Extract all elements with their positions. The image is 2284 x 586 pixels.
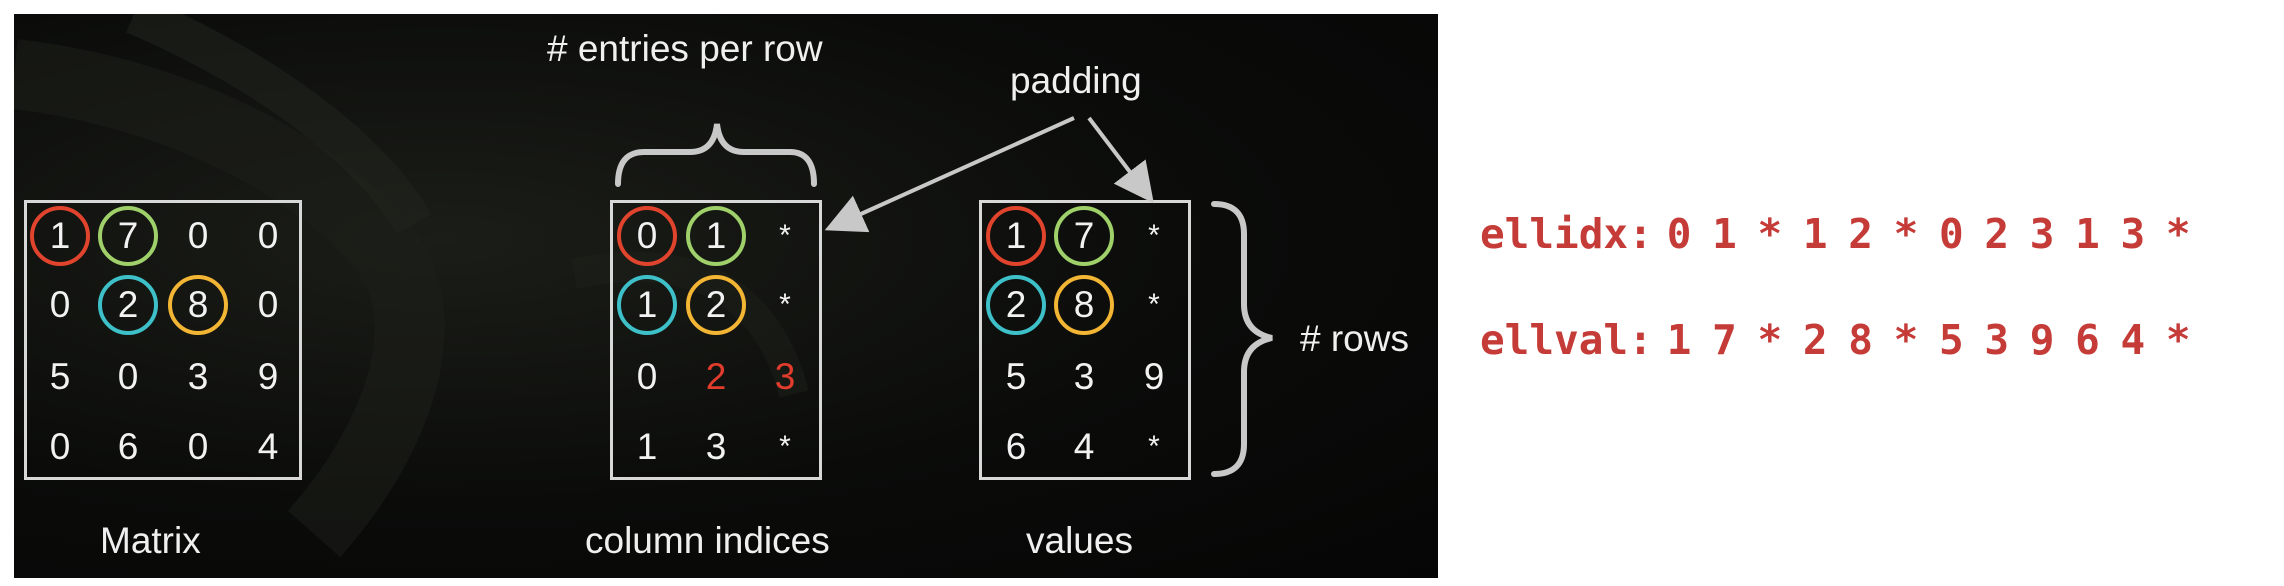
value-cell: 9 — [1143, 356, 1165, 397]
value-cell: 5 — [1005, 356, 1027, 397]
matrix-cell: 0 — [187, 215, 209, 256]
values-label: values — [1026, 520, 1133, 561]
value-cell: 3 — [1073, 356, 1095, 397]
entries-per-row-label: # entries per row — [547, 28, 823, 69]
ellidx-label: ellidx — [1480, 210, 1629, 258]
padding-arrow-right — [1087, 116, 1154, 204]
matrix-cell: 2 — [98, 275, 158, 335]
column-indices-label: column indices — [585, 520, 830, 561]
value-cell: * — [1148, 430, 1160, 463]
matrix-cell: 4 — [257, 426, 279, 467]
value-cell: 2 — [986, 275, 1046, 335]
column-index-cell: 3 — [774, 356, 796, 397]
value-cell: 6 — [1005, 426, 1027, 467]
column-index-cell: 0 — [617, 206, 677, 266]
matrix-cell: 0 — [49, 426, 71, 467]
ellidx-line: ellidx:0 1 * 1 2 * 0 2 3 1 3 * — [1480, 210, 2191, 258]
ellidx-separator: : — [1628, 210, 1653, 258]
matrix-cell: 0 — [257, 215, 279, 256]
column-index-cell: 1 — [617, 275, 677, 335]
rows-brace — [1211, 201, 1273, 477]
column-index-cell: 1 — [686, 206, 746, 266]
matrix-cell: 7 — [98, 206, 158, 266]
matrix-cell: 0 — [187, 426, 209, 467]
value-cell: * — [1148, 288, 1160, 321]
matrix-cell: 1 — [30, 206, 90, 266]
value-cell: 8 — [1054, 275, 1114, 335]
ellval-values: 1 7 * 2 8 * 5 3 9 6 4 * — [1666, 316, 2191, 364]
value-cell: * — [1148, 219, 1160, 252]
matrix-cell: 5 — [49, 356, 71, 397]
ellidx-values: 0 1 * 1 2 * 0 2 3 1 3 * — [1666, 210, 2191, 258]
column-index-cell: 1 — [636, 426, 658, 467]
column-index-cell: * — [779, 288, 791, 321]
column-index-cell: 0 — [636, 356, 658, 397]
matrix-cell: 0 — [117, 356, 139, 397]
value-cell: 7 — [1054, 206, 1114, 266]
value-cell: 1 — [986, 206, 1046, 266]
column-indices-box — [610, 200, 822, 480]
column-index-cell: * — [779, 430, 791, 463]
ellval-separator: : — [1628, 316, 1653, 364]
rows-label: # rows — [1300, 318, 1409, 359]
ellval-label: ellval — [1480, 316, 1629, 364]
column-index-cell: 2 — [705, 356, 727, 397]
column-index-cell: * — [779, 219, 791, 252]
matrix-cell: 8 — [168, 275, 228, 335]
matrix-cell: 0 — [49, 284, 71, 325]
ellval-line: ellval:1 7 * 2 8 * 5 3 9 6 4 * — [1480, 316, 2191, 364]
matrix-cell: 6 — [117, 426, 139, 467]
matrix-cell: 0 — [257, 284, 279, 325]
column-index-cell: 2 — [686, 275, 746, 335]
matrix-box — [24, 200, 302, 480]
matrix-cell: 9 — [257, 356, 279, 397]
matrix-label: Matrix — [100, 520, 201, 561]
padding-arrow-left — [824, 116, 1075, 233]
padding-label: padding — [1010, 60, 1142, 101]
matrix-cell: 3 — [187, 356, 209, 397]
values-box — [979, 200, 1191, 480]
column-index-cell: 3 — [705, 426, 727, 467]
entries-per-row-brace — [615, 123, 817, 187]
value-cell: 4 — [1073, 426, 1095, 467]
annotation-arrows — [615, 116, 1273, 477]
